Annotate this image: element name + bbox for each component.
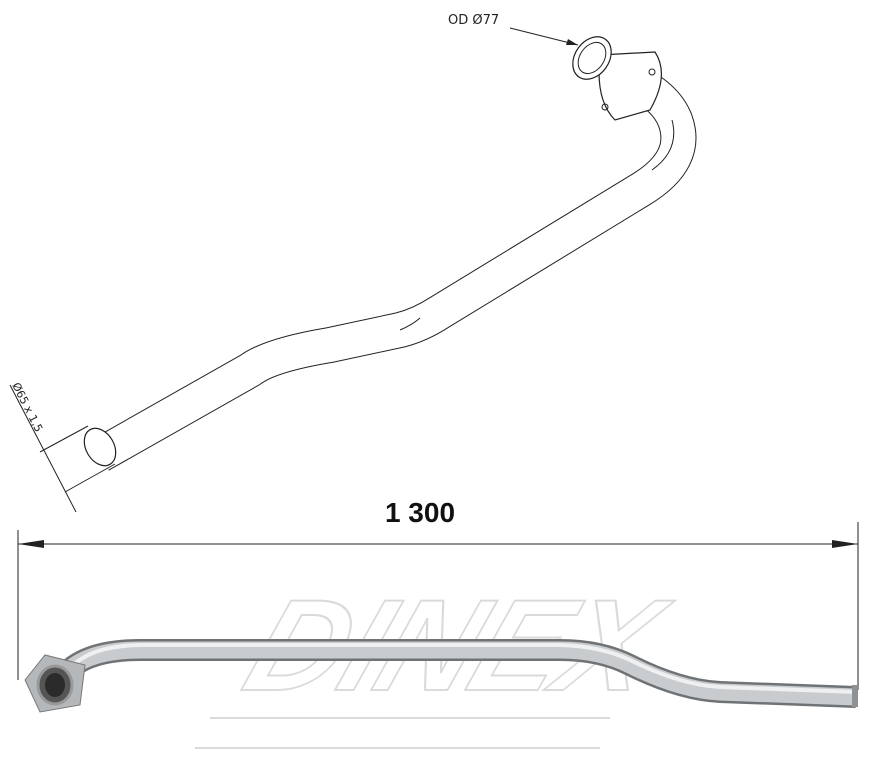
length-label: 1 300 bbox=[385, 497, 455, 528]
inlet-opening bbox=[83, 427, 117, 467]
inlet-diameter-label: Ø65 x 1,5 bbox=[9, 380, 45, 434]
outlet-diameter-label: OD Ø77 bbox=[448, 13, 499, 28]
flange-drawing bbox=[572, 36, 663, 121]
pipe-photo bbox=[24, 639, 858, 713]
pipe-line-drawing bbox=[83, 63, 697, 471]
length-dimension: 1 300 bbox=[17, 497, 859, 690]
outlet-dimension: OD Ø77 bbox=[448, 13, 579, 46]
